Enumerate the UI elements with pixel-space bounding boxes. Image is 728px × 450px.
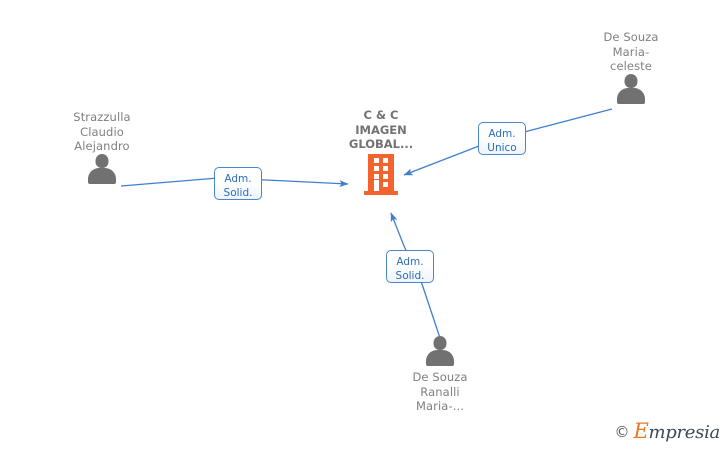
company-name-label: C & C IMAGEN GLOBAL...: [348, 108, 414, 151]
person-node-de-souza-ranalli[interactable]: De Souza Ranalli Maria-...: [360, 336, 520, 414]
person-icon: [614, 73, 648, 104]
person-icon: [423, 336, 457, 366]
brand-initial: E: [633, 419, 649, 443]
person-name-label: De Souza Maria- celeste: [603, 30, 659, 73]
building-icon: [364, 153, 398, 196]
relation-box-adm-solid-ranalli[interactable]: Adm. Solid.: [386, 250, 434, 283]
person-name-label: Strazzulla Claudio Alejandro: [73, 110, 131, 153]
person-node-de-souza-maria-celeste[interactable]: De Souza Maria- celeste: [551, 30, 711, 104]
company-node[interactable]: C & C IMAGEN GLOBAL...: [311, 108, 451, 196]
person-icon: [85, 153, 119, 184]
relation-box-adm-unico-maria-celeste[interactable]: Adm. Unico: [478, 122, 526, 155]
relation-box-adm-solid-strazzulla[interactable]: Adm. Solid.: [214, 167, 262, 200]
copyright-icon: ©: [614, 422, 630, 441]
brand-wordmark: Empresia: [633, 419, 721, 443]
brand-rest: mpresia: [648, 422, 721, 443]
empresia-watermark: © Empresia: [614, 419, 721, 443]
person-name-label: De Souza Ranalli Maria-...: [412, 370, 468, 413]
person-node-strazzulla[interactable]: Strazzulla Claudio Alejandro: [22, 110, 182, 184]
